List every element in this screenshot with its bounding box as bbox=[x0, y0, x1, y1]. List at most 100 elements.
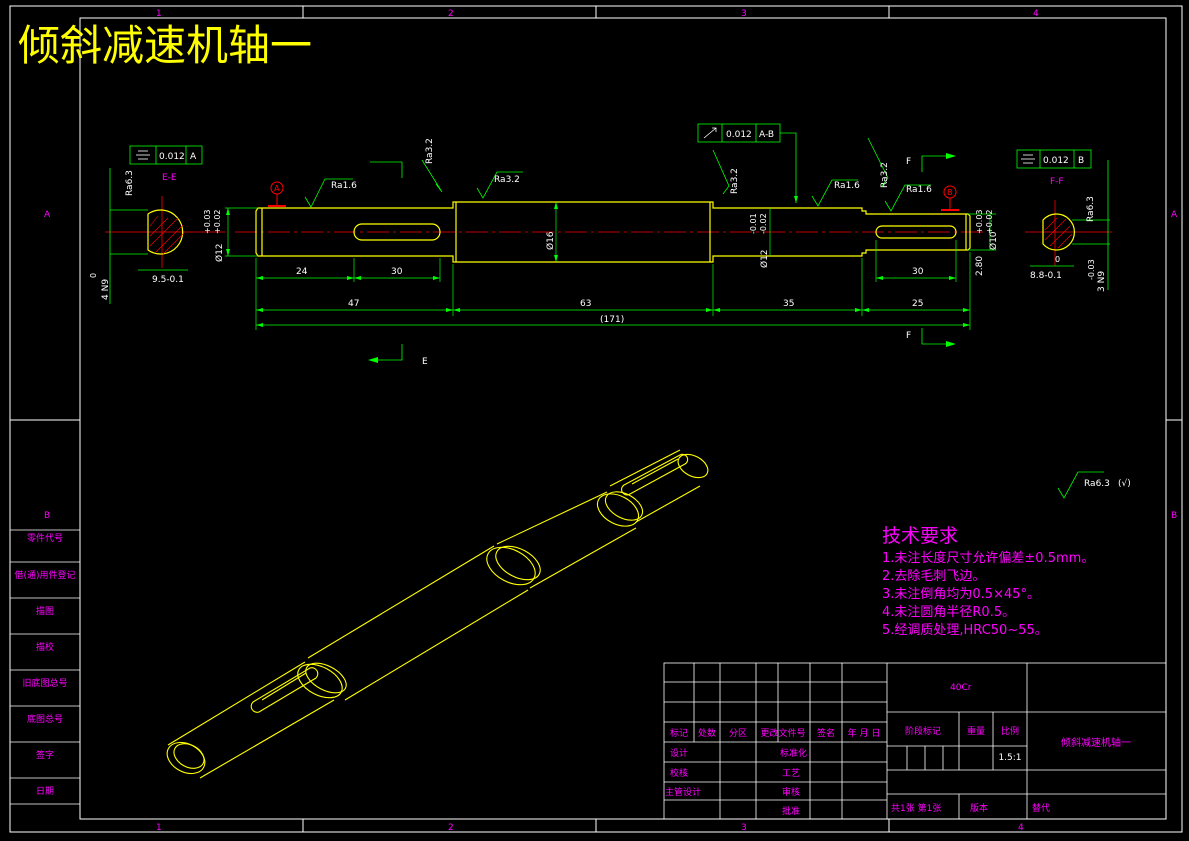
zone-right-a: A bbox=[1171, 210, 1178, 220]
role-approve: 批准 bbox=[782, 805, 800, 817]
dim-2: 2.80 bbox=[975, 256, 985, 276]
tol-end-upper: +0.03 bbox=[975, 209, 984, 234]
dim-diameter-right: Ø12 bbox=[759, 249, 770, 268]
zone-labels: 1 2 3 4 1 2 3 4 A B A B bbox=[44, 9, 1178, 833]
zone-bottom-1: 1 bbox=[156, 823, 162, 833]
tolerance-frame-right: 0.012 B bbox=[1016, 149, 1092, 169]
tech-heading: 技术要求 bbox=[882, 525, 958, 547]
keyway-left bbox=[353, 223, 441, 241]
zone-bottom-3: 3 bbox=[741, 823, 747, 833]
view-marker-e-label: E bbox=[422, 357, 428, 367]
side-panel-tracing: 描图 bbox=[36, 605, 54, 617]
roughness-right-face: Ra3.2 bbox=[880, 162, 890, 188]
view-marker-f-top: F bbox=[906, 157, 911, 167]
side-panel-tracing-check: 描校 bbox=[36, 641, 54, 653]
section-f-label: F-F bbox=[1050, 177, 1064, 187]
tech-item-3: 3.未注倒角均为0.5×45°。 bbox=[882, 587, 1040, 602]
keyway-right bbox=[875, 225, 957, 239]
rev-header-signature: 签名 bbox=[817, 727, 835, 739]
general-roughness-value: Ra6.3 bbox=[1084, 479, 1110, 489]
section-e-circle bbox=[147, 209, 184, 255]
side-panel-signature: 签字 bbox=[36, 749, 54, 761]
key-depth-right: 8.8-0.1 bbox=[1030, 271, 1062, 281]
tolerance-mid-datum: A-B bbox=[759, 130, 774, 140]
roughness-right-journal: Ra1.6 bbox=[834, 181, 860, 191]
role-chief-design: 主管设计 bbox=[665, 786, 701, 798]
side-panel: 零件代号 借(通)用件登记 描图 描校 旧底图总号 底图总号 签字 日期 bbox=[10, 529, 80, 805]
dim-diameter-mid: Ø16 bbox=[545, 231, 556, 250]
tolerance-left-datum: A bbox=[190, 152, 197, 162]
zone-left-a: A bbox=[44, 210, 51, 220]
section-f-f: F-F bbox=[1025, 160, 1112, 290]
tolerance-right-datum: B bbox=[1078, 156, 1084, 166]
general-roughness-suffix: (√) bbox=[1118, 478, 1131, 489]
key-tol-right-neg: -0.03 bbox=[1087, 259, 1096, 280]
drawing-title: 倾斜减速机轴一 bbox=[18, 21, 312, 70]
key-tol-left-zero: 0 bbox=[89, 273, 98, 278]
tol-right-lower: -0.02 bbox=[759, 213, 768, 234]
role-standardization: 标准化 bbox=[780, 747, 807, 759]
shaft-front-view: 24 30 30 2.80 47 63 35 25 (171) Ø12 Ø16 … bbox=[203, 123, 999, 367]
dim-25: 25 bbox=[912, 299, 923, 309]
datum-b: B bbox=[941, 185, 959, 211]
tol-left-lower: +0.02 bbox=[213, 209, 222, 234]
tolerance-frame-mid: 0.012 A-B bbox=[697, 123, 798, 203]
roughness-mid-face: Ra3.2 bbox=[730, 168, 740, 194]
rev-header-zone: 分区 bbox=[729, 728, 747, 739]
zone-bottom-4: 4 bbox=[1018, 823, 1024, 833]
title-block-material: 40Cr bbox=[950, 683, 972, 693]
view-marker-f: F F bbox=[906, 153, 956, 347]
rev-header-document: 更改文件号 bbox=[760, 727, 805, 739]
title-block: 40Cr 标记 处数 分区 更改文件号 签名 年 月 日 阶段标记 重量 比例 … bbox=[663, 662, 1167, 820]
shaft-outline bbox=[255, 201, 971, 263]
technical-requirements: 技术要求 1.未注长度尺寸允许偏差±0.5mm。 2.去除毛刺飞边。 3.未注倒… bbox=[882, 525, 1094, 638]
scale-value: 1.5:1 bbox=[998, 753, 1021, 763]
datum-a: A bbox=[268, 181, 286, 207]
tech-item-1: 1.未注长度尺寸允许偏差±0.5mm。 bbox=[882, 550, 1094, 566]
section-e-e: E-E bbox=[105, 168, 225, 304]
section-f-circle bbox=[1042, 213, 1075, 251]
sheet-frame bbox=[9, 5, 1183, 833]
dim-63: 63 bbox=[580, 299, 591, 309]
tolerance-left-value: 0.012 bbox=[159, 152, 185, 162]
view-marker-e: E bbox=[368, 161, 428, 367]
role-design: 设计 bbox=[670, 747, 688, 759]
dim-diameter-left: Ø12 bbox=[214, 243, 225, 262]
shaft-isometric-view bbox=[166, 449, 709, 779]
rev-header-mark: 标记 bbox=[670, 727, 688, 739]
section-e-label: E-E bbox=[162, 173, 177, 183]
zone-top-3: 3 bbox=[741, 9, 747, 19]
tol-left-upper: +0.03 bbox=[203, 209, 212, 234]
role-process: 工艺 bbox=[782, 768, 800, 779]
dim-47: 47 bbox=[348, 299, 359, 309]
dim-total: (171) bbox=[600, 315, 624, 325]
roughness-f-section: Ra6.3 bbox=[1086, 196, 1096, 222]
zone-bottom-2: 2 bbox=[448, 823, 454, 833]
dim-30-right: 30 bbox=[912, 267, 924, 277]
rev-header-count: 处数 bbox=[698, 727, 716, 739]
tolerance-frame-left: 0.012 A bbox=[129, 145, 203, 165]
side-panel-date: 日期 bbox=[36, 786, 54, 797]
general-roughness: Ra6.3 (√) bbox=[1057, 471, 1131, 499]
tech-item-2: 2.去除毛刺飞边。 bbox=[882, 569, 985, 584]
zone-left-b: B bbox=[44, 511, 50, 521]
scale-label: 比例 bbox=[1001, 725, 1019, 737]
role-review: 审核 bbox=[782, 786, 800, 798]
key-tol-right-zero: 0 bbox=[1055, 255, 1060, 264]
dim-35: 35 bbox=[783, 299, 794, 309]
sheet-info: 共1张 第1张 bbox=[891, 802, 941, 814]
roughness-shoulder-left: Ra3.2 bbox=[494, 175, 520, 185]
roughness-left-journal: Ra1.6 bbox=[331, 181, 357, 191]
zone-top-1: 1 bbox=[156, 9, 162, 19]
tech-item-4: 4.未注圆角半径R0.5。 bbox=[882, 605, 1015, 620]
weight-label: 重量 bbox=[967, 725, 985, 737]
tolerance-mid-value: 0.012 bbox=[726, 130, 752, 140]
tech-item-5: 5.经调质处理,HRC50~55。 bbox=[882, 623, 1048, 638]
side-panel-old-number: 旧底图总号 bbox=[22, 677, 67, 689]
key-width-right: 3 N9 bbox=[1097, 271, 1107, 292]
stage-label: 阶段标记 bbox=[905, 725, 941, 737]
side-panel-base-number: 底图总号 bbox=[27, 713, 63, 725]
dim-diameter-end: Ø10 bbox=[988, 231, 999, 250]
roughness-e-section: Ra6.3 bbox=[125, 170, 135, 196]
